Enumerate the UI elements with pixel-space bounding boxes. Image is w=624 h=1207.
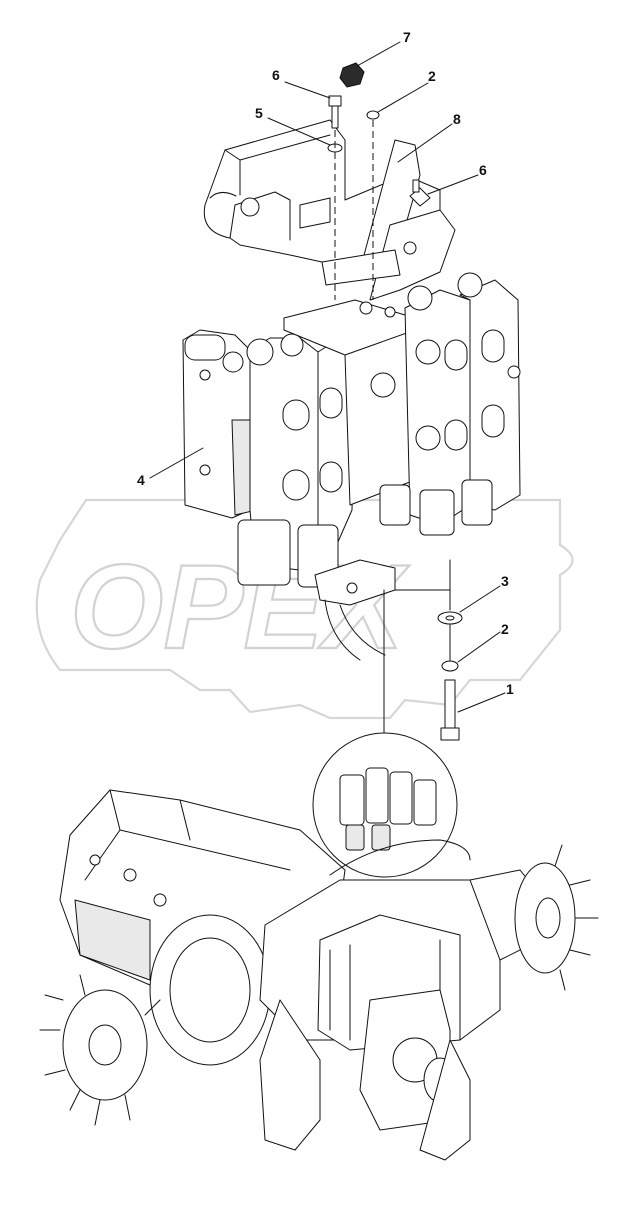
leader-lines — [149, 41, 506, 713]
callout-3: 3 — [501, 573, 509, 589]
mounting-bracket — [203, 119, 456, 301]
detail-view-circle — [312, 732, 458, 878]
watermark-gear-outline — [35, 498, 574, 720]
callout-2-top: 2 — [428, 68, 436, 84]
nut-icon — [339, 62, 365, 88]
fasteners-top — [327, 62, 431, 300]
transmission-axle-assembly — [39, 789, 599, 1161]
washer-icon — [366, 110, 380, 120]
callout-6-right: 6 — [479, 162, 487, 178]
callout-8: 8 — [453, 111, 461, 127]
callout-labels: 7 6 2 5 8 6 4 3 2 1 — [137, 29, 514, 697]
callout-7: 7 — [403, 29, 411, 45]
bolt-icon — [328, 95, 342, 107]
callout-6-top: 6 — [272, 67, 280, 83]
bolt-icon — [444, 679, 456, 729]
callout-5: 5 — [255, 105, 263, 121]
control-valve-assembly — [182, 272, 521, 661]
callout-1: 1 — [506, 681, 514, 697]
callout-4: 4 — [137, 472, 145, 488]
callout-2-bottom: 2 — [501, 621, 509, 637]
spring-washer-icon — [441, 660, 459, 672]
fasteners-bottom — [383, 559, 463, 741]
